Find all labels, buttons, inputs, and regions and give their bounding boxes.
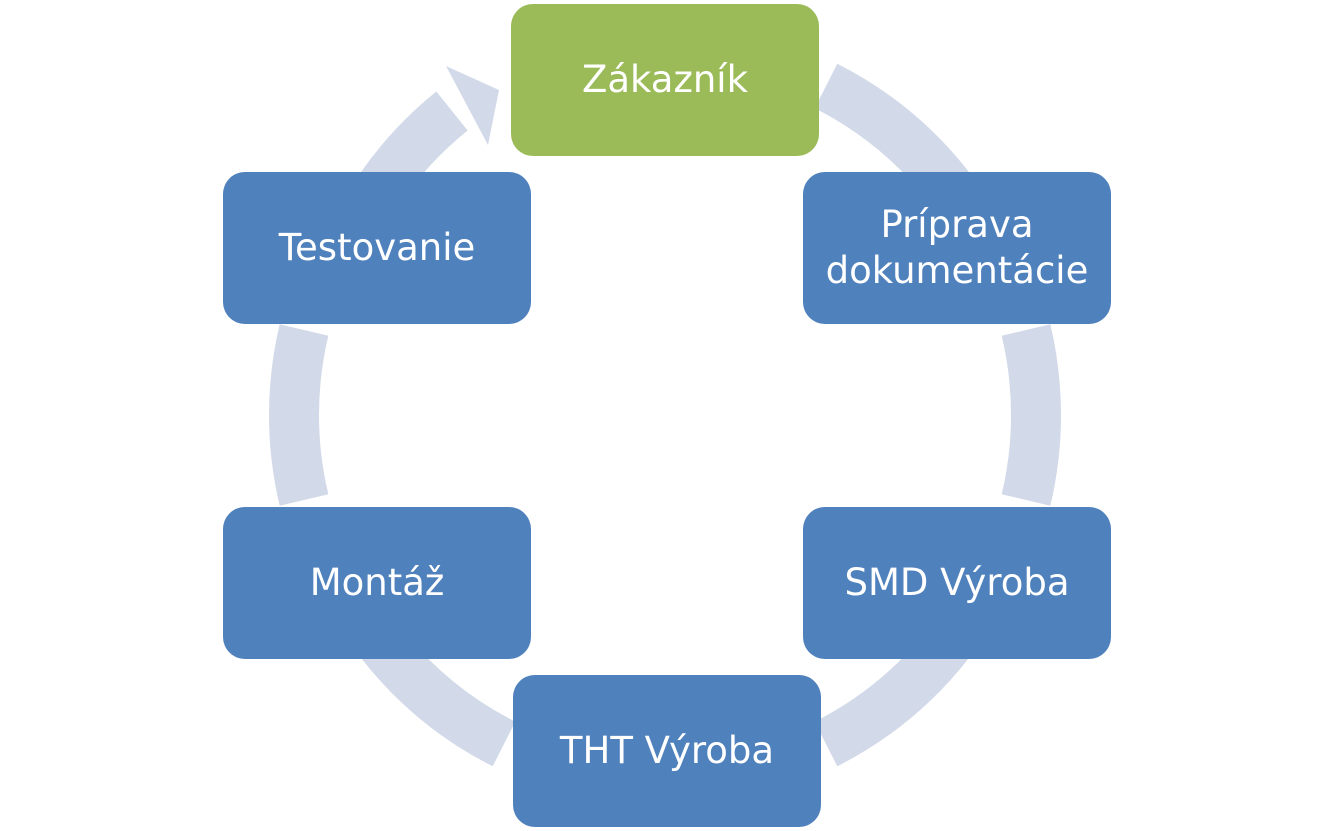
step-testovanie: Testovanie [223,172,531,324]
step-smd-vyroba: SMD Výroba [803,507,1111,659]
step-zakaznik: Zákazník [511,4,819,156]
step-tht-vyroba: THT Výroba [513,675,821,827]
cycle-arrowhead [446,66,499,145]
cycle-arc-5 [269,324,329,506]
step-priprava-dokumentacie: Príprava dokumentácie [803,172,1111,324]
step-montaz: Montáž [223,507,531,659]
cycle-arc-2 [1001,324,1061,506]
